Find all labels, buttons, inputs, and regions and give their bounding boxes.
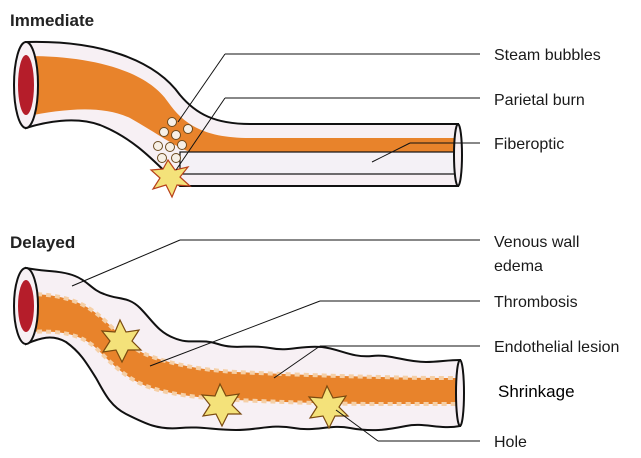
hole-leader (335, 409, 379, 442)
delayed-vessel-mouth (13, 267, 39, 345)
label-endothelial-lesion: Endothelial lesion (494, 339, 619, 356)
label-venous-wall-edema-line2: edema (494, 258, 543, 275)
label-thrombosis: Thrombosis (494, 294, 578, 311)
delayed-title: Delayed (10, 233, 75, 252)
label-shrinkage: Shrinkage (498, 382, 575, 401)
endothelial-lesion-leader (273, 345, 321, 379)
steam-bubble (157, 153, 167, 163)
lesion-star-icon (307, 384, 350, 430)
immediate-panel: Immediate (10, 11, 601, 199)
lesion-star-icon (200, 382, 243, 428)
immediate-lumen (28, 56, 456, 152)
steam-bubble (171, 130, 181, 140)
delayed-vein-end (455, 359, 465, 427)
delayed-vein-wall (25, 266, 461, 432)
steam-bubble (167, 117, 177, 127)
immediate-vein (13, 40, 463, 199)
label-steam-bubbles: Steam bubbles (494, 47, 601, 64)
delayed-vein (13, 266, 465, 432)
steam-bubble (177, 140, 187, 150)
lesion-star-icon (100, 318, 143, 364)
immediate-vessel-mouth (13, 41, 39, 129)
steam-bubble (159, 127, 169, 137)
fiberoptic-shaft (179, 151, 459, 175)
immediate-title: Immediate (10, 11, 94, 30)
steam-bubble (165, 142, 175, 152)
label-fiberoptic: Fiberoptic (494, 136, 564, 153)
parietal-burn-leader (175, 97, 226, 171)
steam-bubble (153, 141, 163, 151)
steam-bubble (183, 124, 193, 134)
steam-bubbles-cluster (153, 117, 193, 163)
venous-wall-edema-leader (71, 239, 181, 287)
label-parietal-burn: Parietal burn (494, 92, 585, 109)
label-hole: Hole (494, 434, 527, 451)
steam-bubble (171, 153, 181, 163)
delayed-panel: Delayed (10, 233, 619, 451)
endothelium-upper (27, 292, 459, 380)
parietal-burn-flash-icon (149, 158, 192, 199)
steam-bubbles-leader (177, 53, 226, 123)
label-venous-wall-edema-line1: Venous wall (494, 234, 579, 251)
fiberoptic-leader (371, 142, 411, 163)
immediate-vein-end (453, 123, 463, 187)
thrombosis-leader (149, 300, 321, 367)
